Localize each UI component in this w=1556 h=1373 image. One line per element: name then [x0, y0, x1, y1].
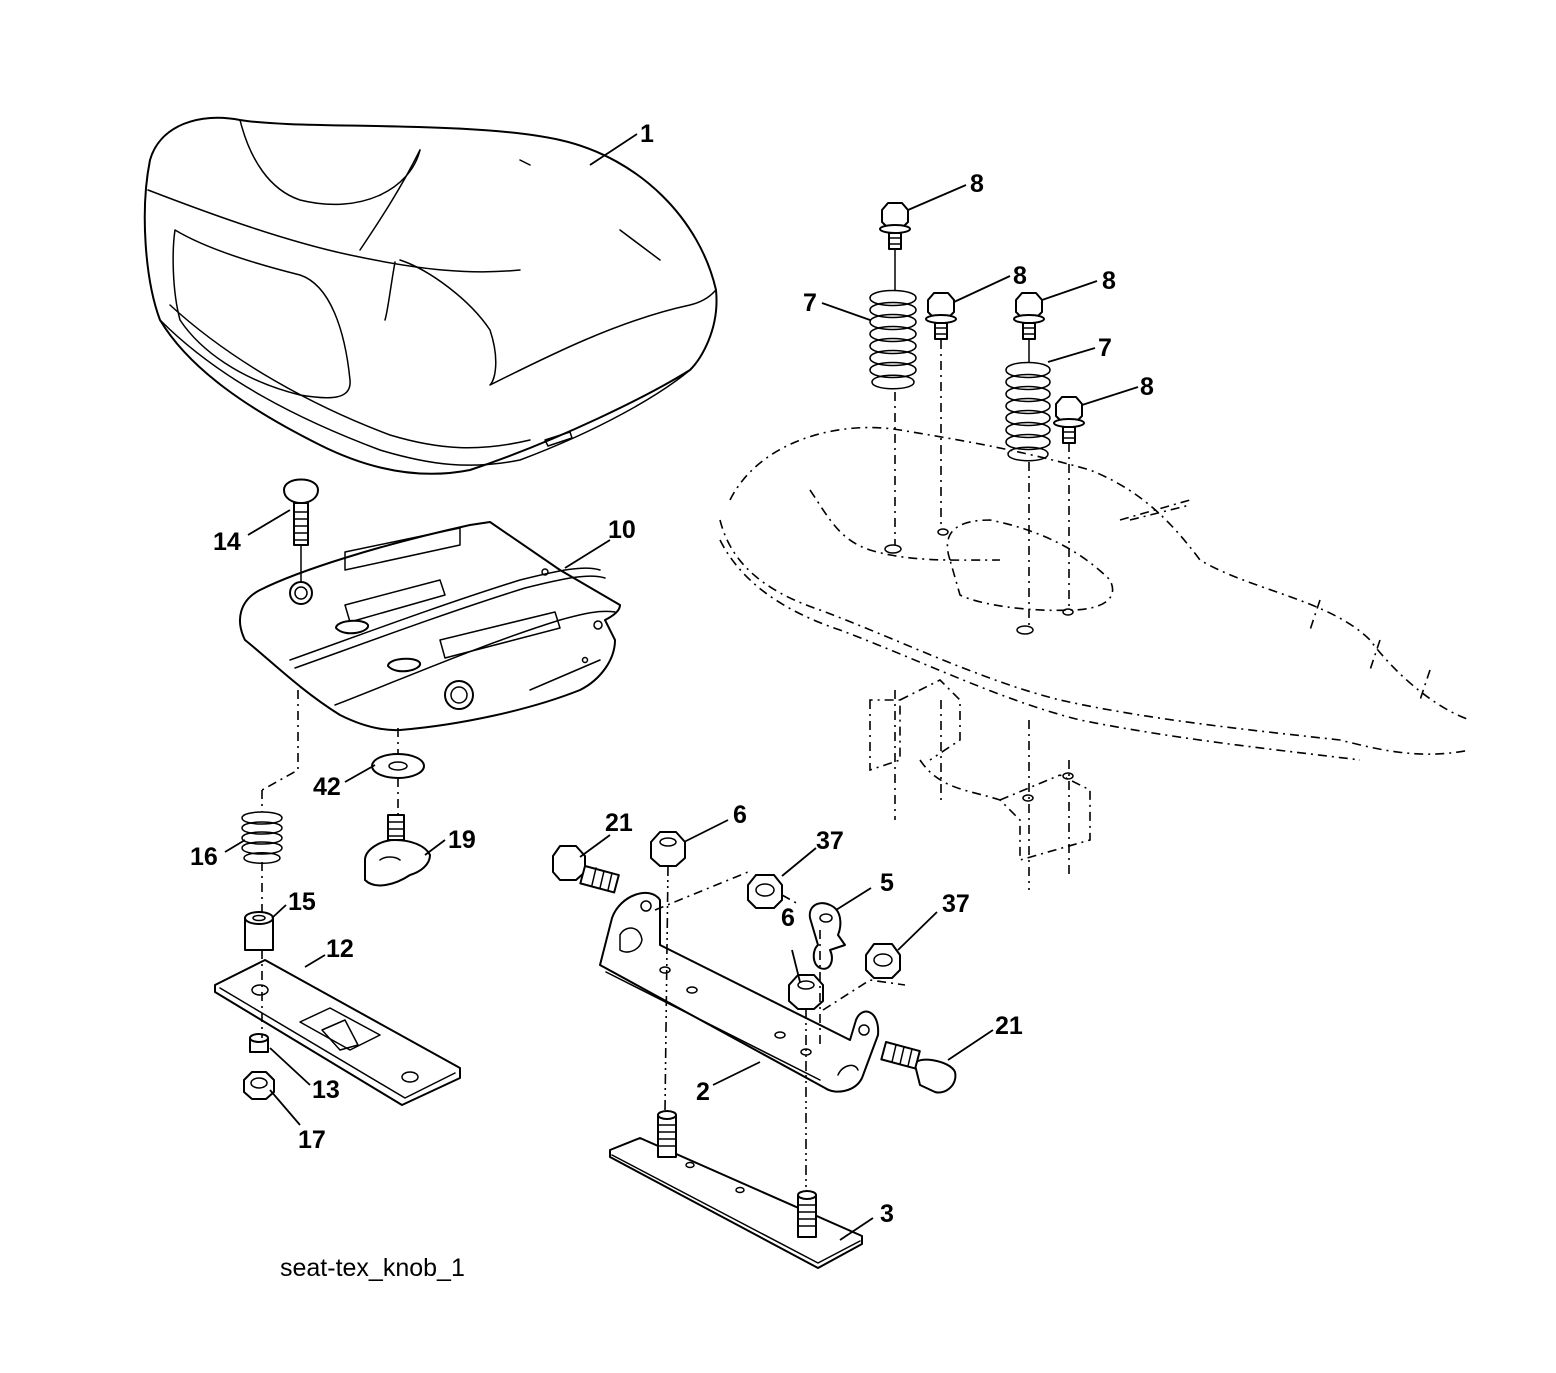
flange-bolt-part-8-b	[925, 292, 957, 340]
callout-7-b: 7	[1098, 334, 1112, 362]
callout-15: 15	[288, 888, 316, 916]
lock-nut-part-37-right	[865, 943, 901, 979]
spring-part-7-right	[1005, 361, 1051, 462]
slide-bracket-part-12	[214, 959, 461, 1106]
callout-37-left: 37	[816, 827, 844, 855]
callout-8-d: 8	[1140, 373, 1154, 401]
callout-8-a: 8	[970, 170, 984, 198]
leader-lines	[224, 133, 1139, 1241]
callout-10: 10	[608, 516, 636, 544]
callout-21-left: 21	[605, 809, 633, 837]
seat-plate-part-10	[239, 521, 621, 732]
assembly-center-lines	[261, 249, 1070, 1190]
flange-nut-part-17	[243, 1071, 275, 1100]
callout-2: 2	[696, 1078, 710, 1106]
nut-part-13	[249, 1033, 269, 1053]
hex-nut-part-6-top	[650, 831, 686, 867]
callout-6-top: 6	[733, 801, 747, 829]
callout-6-lower: 6	[781, 904, 795, 932]
seat-part-1	[143, 116, 718, 475]
spacer-part-15	[244, 911, 274, 951]
lock-nut-part-37-left	[747, 874, 783, 909]
spring-part-16	[241, 811, 283, 864]
shoulder-bolt-part-21-left	[552, 845, 620, 894]
callout-13: 13	[312, 1076, 340, 1104]
flange-bolt-part-8-d	[1053, 396, 1085, 444]
callout-8-c: 8	[1102, 267, 1116, 295]
washer-part-42	[371, 753, 425, 779]
callout-21-right: 21	[995, 1012, 1023, 1040]
callout-42: 42	[313, 773, 341, 801]
callout-3: 3	[880, 1200, 894, 1228]
callout-19: 19	[448, 826, 476, 854]
carriage-bolt-part-14	[283, 478, 319, 546]
callout-5: 5	[880, 869, 894, 897]
shoulder-bolt-part-21-right	[880, 1041, 957, 1094]
callout-16: 16	[190, 843, 218, 871]
seat-bracket-part-2	[599, 891, 880, 1093]
callout-14: 14	[213, 528, 241, 556]
knob-part-19	[364, 814, 431, 887]
flange-bolt-part-8-c	[1013, 292, 1045, 340]
mounting-plate-part-3	[609, 1110, 863, 1269]
callout-37-right: 37	[942, 890, 970, 918]
callout-17: 17	[298, 1126, 326, 1154]
callout-12: 12	[326, 935, 354, 963]
tractor-frame-phantom	[719, 426, 1471, 862]
flange-bolt-part-8-a	[879, 202, 911, 250]
callout-1: 1	[640, 120, 654, 148]
spring-part-7-left	[869, 289, 917, 390]
callout-8-b: 8	[1013, 262, 1027, 290]
diagram-caption: seat-tex_knob_1	[280, 1254, 465, 1282]
callout-labels: 1 8 8 8 8 7 7 14 10 42 19 16 15 12 13 17…	[190, 120, 1154, 1228]
hex-nut-part-6-lower	[788, 974, 824, 1010]
callout-7-a: 7	[803, 289, 817, 317]
clip-part-5	[808, 902, 846, 970]
